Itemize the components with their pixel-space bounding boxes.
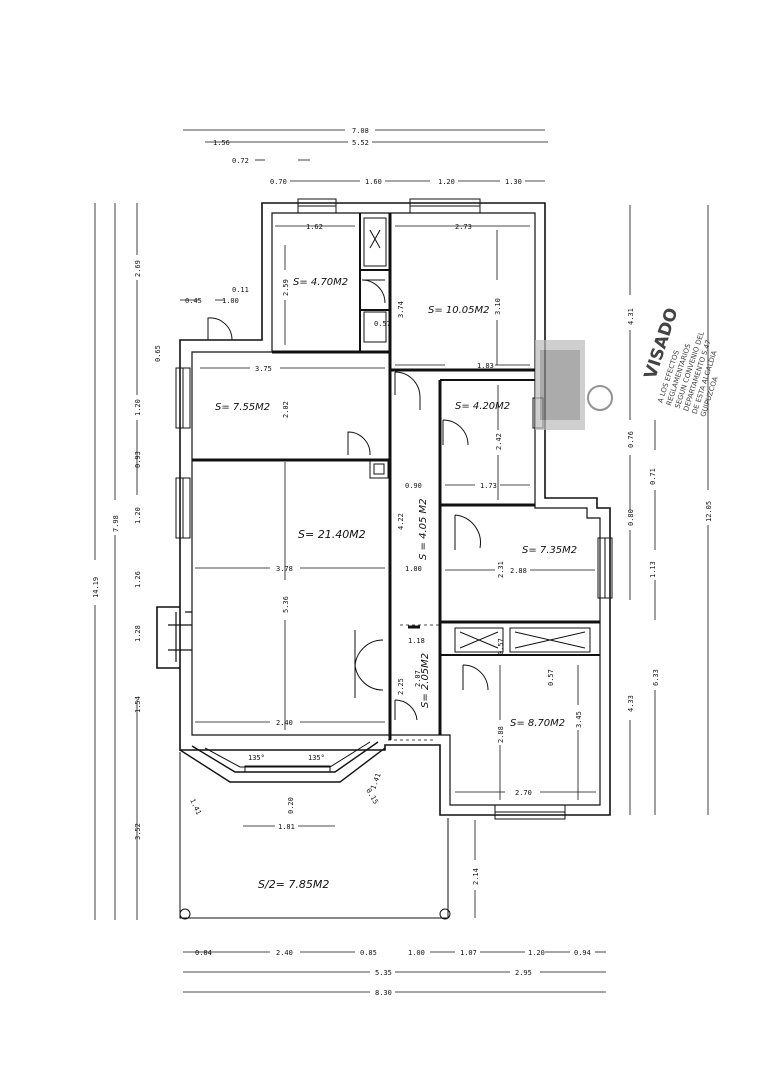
angle-label: 135° xyxy=(248,754,265,762)
dimension-label: 8.30 xyxy=(375,989,392,997)
dimension-label: 0.76 xyxy=(627,431,635,448)
dimension-label: 5.52 xyxy=(352,139,369,147)
room-area-label: S= 4.20M2 xyxy=(455,401,510,412)
dimension-label: 1.20 xyxy=(134,399,142,416)
official-seal xyxy=(535,340,613,430)
dimension-label: 1.28 xyxy=(134,625,142,642)
dimension-label: 1.13 xyxy=(649,561,657,578)
dimension-label: 0.65 xyxy=(154,345,162,362)
dimension-label: 1.83 xyxy=(477,362,494,370)
dimension-label: 1.18 xyxy=(408,637,425,645)
doors xyxy=(207,279,489,721)
visado-stamp: VISADO A LOS EFECTOS REGLAMENTARIOS SEGU… xyxy=(641,306,720,418)
dimension-label: 1.30 xyxy=(505,178,522,186)
dimension-label: 2.70 xyxy=(515,789,532,797)
dimension-label: 4.33 xyxy=(627,695,635,712)
dimension-label: 2.42 xyxy=(495,433,503,450)
dimension-label: 2.88 xyxy=(497,726,505,743)
shafts xyxy=(363,217,591,653)
room-area-label: S= 7.55M2 xyxy=(215,402,270,413)
dimension-label: 0.93 xyxy=(134,451,142,468)
dimension-label: 2.40 xyxy=(276,949,293,957)
dimension-label: 1.26 xyxy=(134,571,142,588)
dimension-label: 14.19 xyxy=(92,577,100,598)
dimension-label: 3.52 xyxy=(134,823,142,840)
dimension-label: 4.22 xyxy=(397,513,405,530)
dimension-label: 0.84 xyxy=(195,949,212,957)
dimension-label: 5.36 xyxy=(282,596,290,613)
dimension-label: 2.07 xyxy=(414,670,422,687)
dimension-label: 3.10 xyxy=(494,298,502,315)
room-area-label: S= 21.40M2 xyxy=(298,528,366,541)
dimension-label: 1.00 xyxy=(405,565,422,573)
dimension-label: 3.75 xyxy=(255,365,272,373)
dimension-label: 0.90 xyxy=(405,482,422,490)
dimension-label: 0.80 xyxy=(627,509,635,526)
dimension-label: 3.45 xyxy=(575,711,583,728)
dimension-label: 1.00 xyxy=(408,949,425,957)
dimension-label: 2.14 xyxy=(472,868,480,885)
dimension-label: 0.57 xyxy=(497,638,505,655)
room-area-label: S = 4.05 M2 xyxy=(418,498,429,560)
angle-label: 135° xyxy=(308,754,325,762)
dimension-label: 1.00 xyxy=(222,297,239,305)
room-area-label: S= 7.35M2 xyxy=(522,545,577,556)
dimension-label: 2.73 xyxy=(455,223,472,231)
dimension-label: 1.62 xyxy=(306,223,323,231)
dimension-label: 6.33 xyxy=(652,669,660,686)
room-areas: S= 4.70M2 S= 10.05M2 S= 7.55M2 S= 4.20M2… xyxy=(215,277,577,891)
dimension-label: 0.71 xyxy=(649,468,657,485)
dimension-label: 1.54 xyxy=(134,696,142,713)
dimension-label: 2.31 xyxy=(497,561,505,578)
room-area-label: S= 10.05M2 xyxy=(428,305,490,316)
room-area-label: S/2= 7.85M2 xyxy=(258,878,329,891)
walls xyxy=(156,202,611,920)
dimension-label: 0.70 xyxy=(270,178,287,186)
dimension-label: 0.72 xyxy=(232,157,249,165)
dimension-label: 2.69 xyxy=(134,260,142,277)
dimension-label: 0.85 xyxy=(360,949,377,957)
dimension-label: 2.02 xyxy=(282,401,290,418)
dimension-label: 5.35 xyxy=(375,969,392,977)
dimension-label: 1.41 xyxy=(369,772,382,791)
dimension-label: 3.74 xyxy=(397,301,405,318)
dimension-label: 2.59 xyxy=(282,279,290,296)
dimension-label: 2.25 xyxy=(397,678,405,695)
dimension-label: 1.20 xyxy=(134,507,142,524)
dimension-lines xyxy=(94,129,709,993)
dimension-label: 0.20 xyxy=(287,797,295,814)
room-area-label: S= 4.70M2 xyxy=(293,277,348,288)
dimension-label: 1.56 xyxy=(213,139,230,147)
dimension-label: 2.88 xyxy=(510,567,527,575)
dimension-label: 0.57 xyxy=(374,320,391,328)
dimension-label: 1.60 xyxy=(365,178,382,186)
dimension-label: 1.41 xyxy=(188,797,202,816)
dimension-labels: 7.08 1.56 5.52 0.72 0.70 1.60 1.20 1.30 … xyxy=(92,127,713,997)
dimension-label: 1.20 xyxy=(528,949,545,957)
dimension-label: 4.31 xyxy=(627,308,635,325)
room-area-label: S= 8.70M2 xyxy=(510,718,565,729)
room-area-label: S= 2.05M2 xyxy=(420,653,431,708)
dimension-label: 3.78 xyxy=(276,565,293,573)
dimension-label: 0.94 xyxy=(574,949,591,957)
dimension-label: 0.57 xyxy=(547,669,555,686)
dimension-label: 1.07 xyxy=(460,949,477,957)
dimension-label: 2.95 xyxy=(515,969,532,977)
dimension-label: 1.20 xyxy=(438,178,455,186)
dimension-label: 7.98 xyxy=(112,515,120,532)
dimension-label: 1.73 xyxy=(480,482,497,490)
dimension-label: 7.08 xyxy=(352,127,369,135)
dimension-label: 0.11 xyxy=(232,286,249,294)
dimension-label: 1.81 xyxy=(278,823,295,831)
dimension-label: 2.40 xyxy=(276,719,293,727)
dimension-label: 0.45 xyxy=(185,297,202,305)
dimension-label: 12.05 xyxy=(705,501,713,522)
